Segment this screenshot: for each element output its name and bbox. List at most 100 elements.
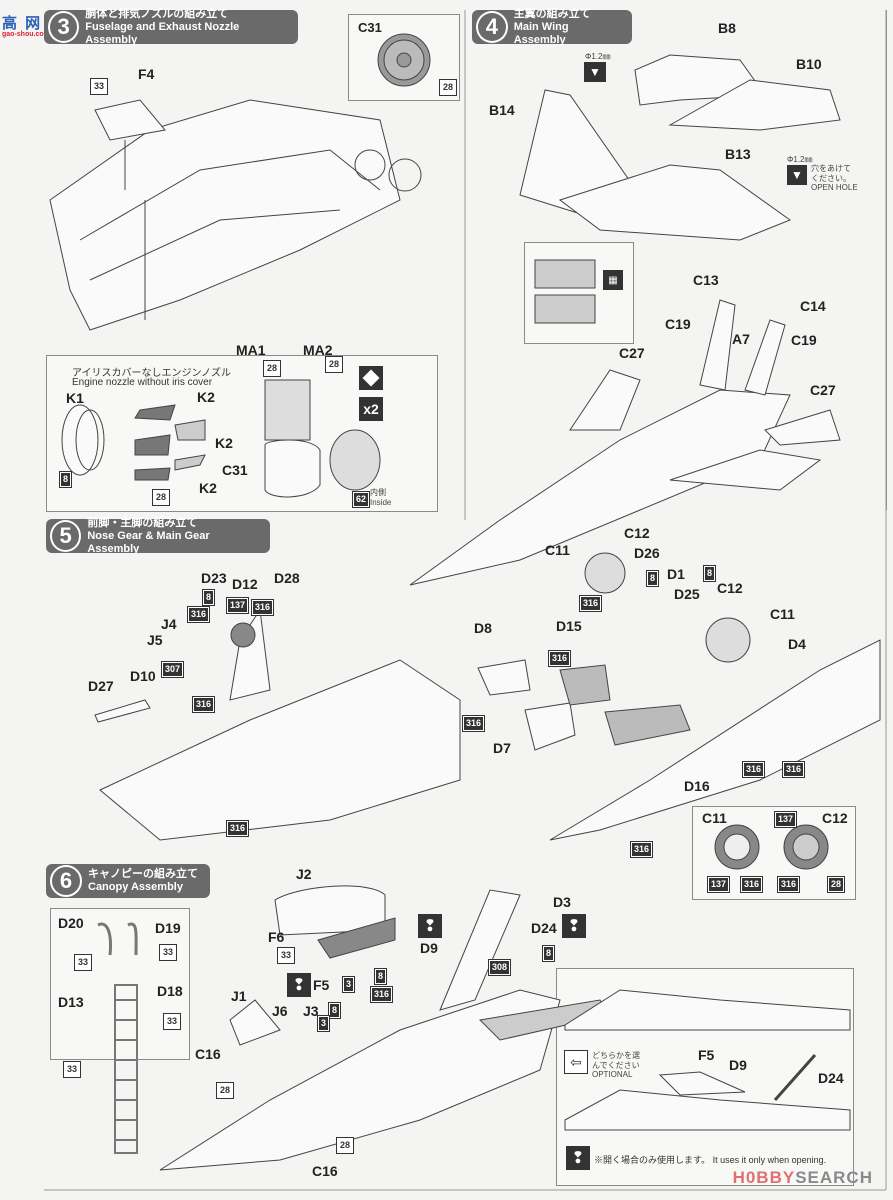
paint-badge: 316 (781, 761, 806, 778)
part-label: C31 (358, 20, 382, 35)
part-label: D7 (493, 740, 511, 756)
paint-badge: 137 (773, 811, 798, 828)
part-label: D8 (474, 620, 492, 636)
step3-title-en: Fuselage and Exhaust Nozzle Assembly (85, 20, 240, 46)
drill-icon: ▼ (787, 165, 807, 185)
step5-number: 5 (50, 520, 82, 552)
part-label: C31 (222, 462, 248, 478)
part-label: C19 (791, 332, 817, 348)
paint-badge: 8 (702, 565, 717, 582)
open-hole-jp: 穴をあけてください。 (811, 164, 851, 183)
paint-badge: 62 (351, 491, 371, 508)
paint-badge: 8 (327, 1002, 342, 1019)
part-label: J4 (161, 616, 177, 632)
paint-badge: 137 (706, 876, 731, 893)
paint-badge: 33 (62, 1061, 82, 1078)
paint-badge: 316 (225, 820, 250, 837)
paint-badge: 316 (578, 595, 603, 612)
part-label: F4 (138, 66, 155, 82)
paint-badge: 28 (151, 489, 171, 506)
part-label: C11 (770, 606, 795, 622)
paint-badge: 28 (826, 876, 846, 893)
optional-part-icon: ❢ (418, 914, 442, 938)
part-label: D9 (420, 940, 438, 956)
part-label: D20 (58, 915, 84, 931)
inside-note-jp: 内側 (370, 488, 386, 497)
part-label: C19 (665, 316, 691, 332)
step6-title-jp: キャノピーの組み立て (88, 868, 198, 880)
paint-badge: 33 (276, 947, 296, 964)
part-label: F5 (313, 977, 330, 993)
paint-badge: 316 (547, 650, 572, 667)
detail-view-icon: ▦ (603, 270, 623, 290)
part-label: K2 (197, 389, 215, 405)
part-label: D4 (788, 636, 806, 652)
watermark-search: SEARCH (795, 1168, 873, 1187)
logo-url: gao-shou.com (2, 31, 50, 38)
part-label: C11 (545, 542, 570, 558)
paint-badge: 3 (341, 976, 356, 993)
part-label: K1 (66, 390, 84, 406)
part-label: D18 (157, 983, 183, 999)
optional-arrow-icon: ⇦ (564, 1050, 588, 1074)
part-label: A7 (732, 331, 750, 347)
part-label: F5 (698, 1047, 715, 1063)
step4-header: 4 主翼の組み立て Main Wing Assembly (472, 7, 632, 46)
symmetric-assembly-icon (359, 366, 383, 390)
part-label: D24 (818, 1070, 844, 1086)
part-label: MA2 (303, 342, 333, 358)
step4-title-en: Main Wing Assembly (513, 20, 569, 46)
part-label: J1 (231, 988, 247, 1004)
drill-size: Φ1.2㎜ (787, 155, 813, 164)
site-logo: 高 网 gao-shou.com (2, 12, 64, 38)
drill-size: Φ1.2㎜ (585, 52, 611, 61)
part-label: C14 (800, 298, 826, 314)
step5-header: 5 前脚・主脚の組み立て Nose Gear & Main Gear Assem… (46, 516, 270, 555)
paint-badge: 137 (225, 597, 250, 614)
part-label: C12 (822, 810, 848, 826)
paint-badge: 8 (541, 945, 556, 962)
paint-badge: 316 (250, 599, 275, 616)
step4-title-jp: 主翼の組み立て (513, 7, 591, 20)
part-label: D16 (684, 778, 710, 794)
part-label: J3 (303, 1003, 319, 1019)
wing-detail-inset (524, 242, 634, 344)
watermark-hobby: H0BBY (732, 1168, 796, 1187)
paint-badge: 33 (73, 954, 93, 971)
paint-badge: 33 (158, 944, 178, 961)
paint-badge: 316 (741, 761, 766, 778)
part-label: J2 (296, 866, 312, 882)
part-label: MA1 (236, 342, 266, 358)
paint-badge: 316 (186, 606, 211, 623)
step5-title-jp: 前脚・主脚の組み立て (87, 516, 198, 529)
part-label: D10 (130, 668, 156, 684)
paint-badge: 8 (201, 589, 216, 606)
optional-part-icon: ❢ (287, 973, 311, 997)
paint-badge: 316 (776, 876, 801, 893)
paint-badge: 33 (89, 78, 109, 95)
step6-title-en: Canopy Assembly (88, 881, 183, 893)
drill-icon: ▼ (584, 62, 606, 82)
part-label: C12 (717, 580, 743, 596)
step4-number: 4 (476, 11, 508, 43)
watermark: H0BBYSEARCH (733, 1168, 873, 1188)
step6-header: 6 キャノピーの組み立て Canopy Assembly (46, 864, 210, 898)
paint-badge: 28 (324, 356, 344, 373)
paint-badge: 308 (487, 959, 512, 976)
part-label: B14 (489, 102, 515, 118)
paint-badge: 8 (58, 471, 73, 488)
part-label: B13 (725, 146, 751, 162)
part-label: D3 (553, 894, 571, 910)
step5-title-en: Nose Gear & Main Gear Assembly (87, 529, 210, 555)
part-label: D26 (634, 545, 660, 561)
opening-note: ※開く場合のみ使用します。 It uses it only when openi… (594, 1155, 827, 1165)
paint-badge: 8 (373, 968, 388, 985)
paint-badge: 316 (461, 715, 486, 732)
paint-badge: 3 (316, 1015, 331, 1032)
part-label: D1 (667, 566, 685, 582)
part-label: D25 (674, 586, 700, 602)
step6-number: 6 (50, 865, 82, 897)
part-label: K2 (215, 435, 233, 451)
part-label: D13 (58, 994, 84, 1010)
